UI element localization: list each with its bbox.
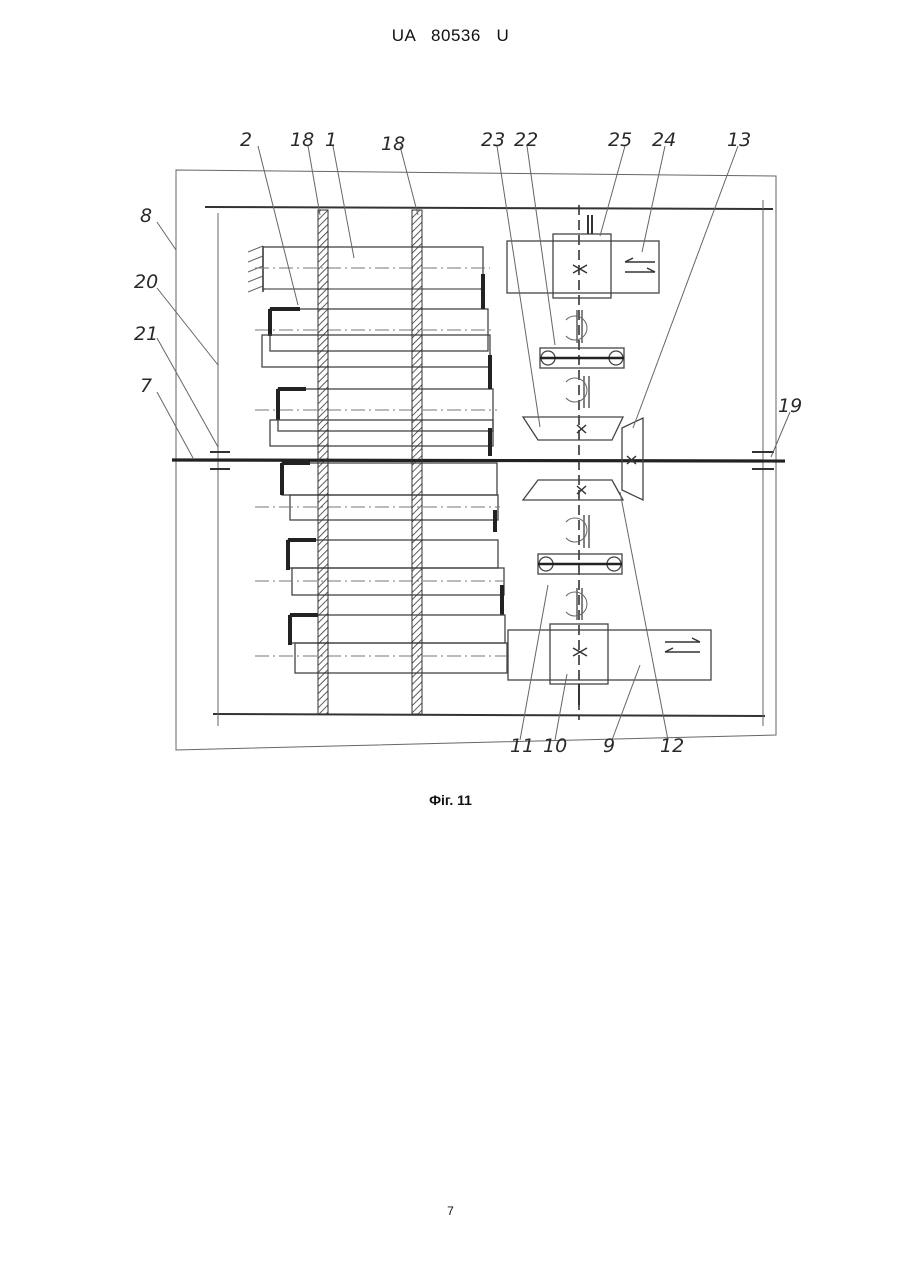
callout-24: 24	[652, 129, 676, 151]
callout-25: 25	[608, 129, 632, 151]
ground-support	[248, 246, 263, 292]
callout-9: 9	[603, 735, 615, 757]
callout-13: 13	[727, 129, 751, 151]
rotation-marks-lower	[566, 588, 587, 620]
callout-18-left: 18	[290, 129, 314, 151]
rotation-marks-upper	[566, 310, 587, 343]
callout-11: 11	[510, 735, 534, 757]
bar-18-left	[318, 210, 328, 714]
main-shaft	[172, 460, 785, 461]
figure-caption: Фіг. 11	[0, 792, 901, 808]
callout-2: 2	[240, 129, 252, 151]
callout-19: 19	[778, 395, 802, 417]
callout-12: 12	[660, 735, 684, 757]
bar-18-right	[412, 210, 422, 714]
bearing-22	[540, 348, 624, 368]
callout-10: 10	[543, 735, 567, 757]
callout-21: 21	[134, 323, 158, 345]
plate-stack	[255, 274, 510, 673]
top-gear-housing	[507, 215, 659, 298]
inner-bottom-rail	[213, 714, 765, 716]
rotation-marks-mid-upper	[566, 376, 589, 408]
page-number: 7	[0, 1204, 901, 1218]
callout-1: 1	[325, 129, 337, 151]
leader-lines	[157, 146, 790, 740]
callout-20: 20	[134, 271, 158, 293]
rotation-marks-mid-lower	[566, 515, 589, 548]
inner-top-rail	[205, 207, 773, 209]
callout-23: 23	[481, 129, 505, 151]
callout-22: 22	[514, 129, 538, 151]
callout-7: 7	[140, 375, 152, 397]
plate-1	[255, 247, 490, 289]
bevel-gear-23	[523, 417, 623, 440]
bevel-gear-12	[523, 480, 623, 500]
bearing-11	[538, 554, 622, 574]
callout-8: 8	[140, 205, 152, 227]
callout-18-right: 18	[381, 133, 405, 155]
